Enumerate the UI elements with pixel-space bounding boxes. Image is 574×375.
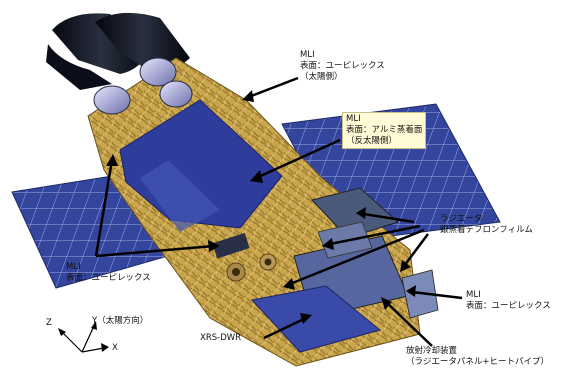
arrowhead-mli-center [250,170,263,183]
arrow-mli-top [245,76,299,100]
label-text: MLI [66,262,81,272]
label-text: 表面：ユーピレックス [66,273,151,283]
arrowhead-mli-top [242,90,254,102]
label-text: （太陽側） [300,72,343,82]
arrowhead-xrs-dwr [300,313,312,324]
label-text: 銀蒸着テフロンフィルム [440,225,533,235]
arrowhead-radiator-4 [400,260,411,272]
axis-y-line [81,325,95,353]
label-text: ラジエータ [440,214,483,224]
arrow-mli-left-2 [95,244,215,258]
axis-x-label: X [112,343,118,353]
arrow-xrs-dwr [263,316,307,340]
arrow-mli-left-1 [94,159,114,257]
label-text: XRS-DWR [200,333,242,343]
label-mli-right: MLI 表面：ユーピレックス [466,290,551,312]
label-mli-sun-side: MLI 表面：ユーピレックス （太陽側） [300,50,385,83]
axis-z-label: Z [46,318,52,328]
label-text: 表面：アルミ蒸着面 [346,125,423,135]
label-text: MLI [300,50,315,60]
arrow-radiator-3 [289,228,425,286]
arrowhead-mli-left-2 [208,240,220,252]
callout-arrows [94,76,463,347]
arrowhead-radiator-2 [322,238,334,250]
arrowhead-mli-left-1 [106,154,118,166]
arrow-mli-center [255,138,341,180]
label-mli-anti-sun-side: MLI 表面：アルミ蒸着面 （反太陽側） [342,112,427,149]
satellite-body [87,57,439,367]
arrowhead-radiator-1 [356,207,366,219]
label-text: （反太陽側） [346,136,398,146]
label-text: （ラジエータパネル+ヒートパイプ） [406,357,549,367]
axis-x-line [81,347,105,353]
arrowhead-cooling [381,297,392,310]
axis-z-line [61,331,83,353]
label-text: MLI [346,114,361,124]
label-text: 放射冷却装置 [406,346,458,356]
arrow-radiator-4 [403,233,429,267]
label-text: 表面：ユーピレックス [300,61,385,71]
axis-y-arrowhead [91,321,97,330]
label-mli-left: MLI 表面：ユーピレックス [66,262,151,284]
axis-x-arrowhead [101,343,109,352]
arrowhead-radiator-3 [283,278,295,290]
arrowhead-mli-right [406,285,416,297]
arrow-mli-right [411,290,463,300]
arrow-radiator-1 [363,212,415,224]
label-xrs-dwr: XRS-DWR [200,333,241,344]
label-radiator: ラジエータ 銀蒸着テフロンフィルム [440,214,533,236]
axis-z-arrowhead [58,328,66,336]
label-text: MLI [466,290,481,300]
label-radiative-cooler: 放射冷却装置 （ラジエータパネル+ヒートパイプ） [406,346,549,368]
axis-y-label: Y（太陽方向） [92,316,149,326]
arrow-radiator-2 [329,224,421,246]
telescope-tubes [46,12,190,90]
axis-triad [58,321,109,353]
arrow-cooling [385,301,433,347]
label-text: 表面：ユーピレックス [466,301,551,311]
telescope-lenses [93,57,193,115]
